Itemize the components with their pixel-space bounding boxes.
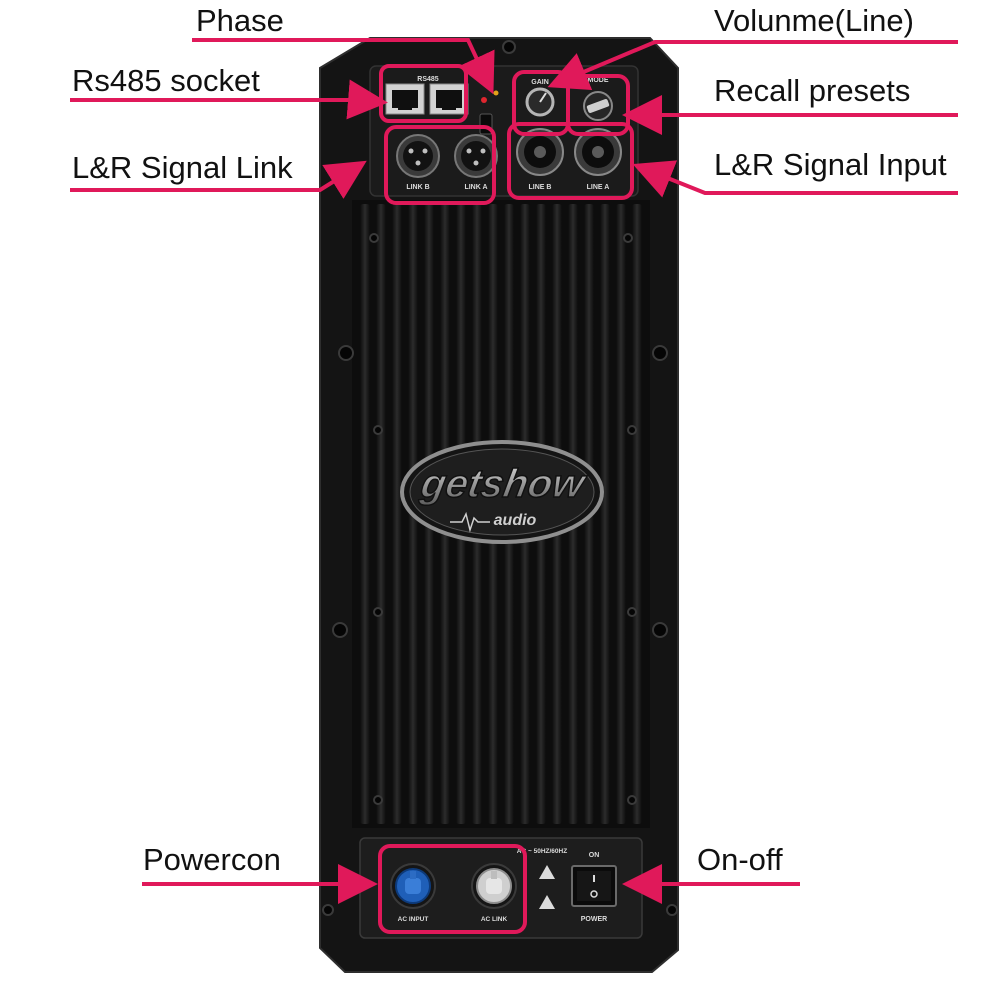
rating-print: AC ~ 50HZ/60HZ xyxy=(517,848,567,855)
mode-selector[interactable] xyxy=(583,91,613,121)
combo-input-line-a[interactable] xyxy=(574,128,622,176)
label-rs485-socket: Rs485 socket xyxy=(72,63,260,98)
label-recall-presets: Recall presets xyxy=(714,73,911,108)
on-print: ON xyxy=(589,852,600,859)
rs485-port-2[interactable] xyxy=(429,83,469,115)
brand-logo-sub: audio xyxy=(494,512,537,529)
status-led-amber xyxy=(493,90,499,96)
rs485-port-1[interactable] xyxy=(385,83,425,115)
link-a-print: LINK A xyxy=(464,184,487,191)
label-powercon: Powercon xyxy=(143,842,281,877)
label-volume: Volunme(Line) xyxy=(714,3,914,38)
ac-input-print: AC INPUT xyxy=(398,916,429,923)
xlr-link-a[interactable] xyxy=(454,134,498,178)
combo-input-line-b[interactable] xyxy=(516,128,564,176)
brand-logo: getshow audio xyxy=(400,440,604,544)
powercon-ac-input[interactable] xyxy=(390,863,436,909)
xlr-link-b[interactable] xyxy=(396,134,440,178)
heatsink-fin xyxy=(632,204,642,824)
heatsink-fin xyxy=(360,204,370,824)
mounting-screws xyxy=(322,40,678,916)
rs485-print: RS485 xyxy=(417,76,439,83)
heatsink-fin xyxy=(392,204,402,824)
gain-knob[interactable] xyxy=(525,87,555,117)
label-signal-link: L&R Signal Link xyxy=(72,150,293,185)
heatsink-fin xyxy=(616,204,626,824)
line-b-print: LINE B xyxy=(529,184,552,191)
label-on-off: On-off xyxy=(697,842,783,877)
power-rocker-switch[interactable] xyxy=(571,865,617,907)
label-phase: Phase xyxy=(196,3,284,38)
powercon-ac-link[interactable] xyxy=(471,863,517,909)
ac-link-print: AC LINK xyxy=(481,916,508,923)
heatsink-fin xyxy=(600,204,610,824)
warning-icon xyxy=(539,865,555,909)
status-led-red xyxy=(481,97,487,103)
heatsink-fin xyxy=(376,204,386,824)
link-b-print: LINK B xyxy=(406,184,429,191)
power-print: POWER xyxy=(581,916,607,923)
label-signal-input: L&R Signal Input xyxy=(714,147,947,182)
brand-logo-text: getshow xyxy=(417,461,591,506)
callout-lines xyxy=(70,38,958,904)
line-a-print: LINE A xyxy=(587,184,610,191)
gain-print: GAIN xyxy=(531,79,549,86)
mode-print: MODE xyxy=(588,77,609,84)
